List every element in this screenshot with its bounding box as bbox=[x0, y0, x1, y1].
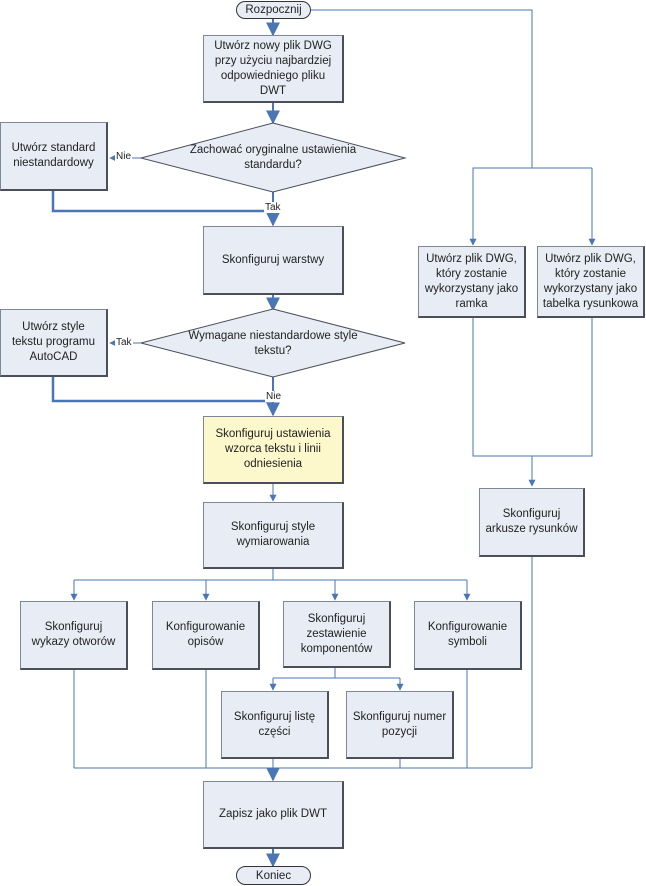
branch-label-no: Nie bbox=[265, 391, 283, 402]
decision-text-styles-label: Wymagane niestandardowe style tekstu? bbox=[188, 330, 358, 357]
decision-keep-standard-label: Zachować oryginalne ustawienia standardu… bbox=[189, 144, 357, 171]
branch-label-yes: Tak bbox=[264, 202, 282, 213]
configure-hole-tables-step: Skonfiguruj wykazy otworów bbox=[20, 601, 128, 670]
create-frame-step: Utwórz plik DWG, który zostanie wykorzys… bbox=[418, 246, 526, 318]
decision-text-styles-shape bbox=[140, 308, 406, 378]
configure-layers-step: Skonfiguruj warstwy bbox=[203, 226, 344, 295]
configure-components-step: Skonfiguruj zestawienie komponentów bbox=[283, 601, 391, 668]
create-dwg-step: Utwórz nowy plik DWG przy użyciu najbard… bbox=[203, 35, 344, 103]
create-title-block-step: Utwórz plik DWG, który zostanie wykorzys… bbox=[537, 246, 645, 318]
start-terminal: Rozpocznij bbox=[236, 1, 311, 19]
branch-label-yes: Tak bbox=[115, 337, 133, 348]
configure-sheets-step: Skonfiguruj arkusze rysunków bbox=[479, 488, 585, 557]
create-text-styles-step: Utwórz style tekstu programu AutoCAD bbox=[0, 309, 108, 377]
configure-dim-styles-step: Skonfiguruj style wymiarowania bbox=[203, 502, 344, 569]
save-dwt-step: Zapisz jako plik DWT bbox=[203, 781, 344, 849]
decision-keep-standard-shape bbox=[139, 122, 407, 193]
configure-item-number-step: Skonfiguruj numer pozycji bbox=[346, 691, 454, 759]
configure-symbols-step: Konfigurowanie symboli bbox=[414, 601, 522, 670]
configure-descriptions-step: Konfigurowanie opisów bbox=[152, 601, 260, 670]
branch-label-no: Nie bbox=[115, 151, 133, 162]
end-terminal: Koniec bbox=[236, 866, 311, 885]
configure-text-patterns-step: Skonfiguruj ustawienia wzorca tekstu i l… bbox=[203, 416, 344, 484]
configure-parts-list-step: Skonfiguruj listę części bbox=[221, 691, 329, 759]
create-standard-step: Utwórz standard niestandardowy bbox=[0, 122, 108, 191]
